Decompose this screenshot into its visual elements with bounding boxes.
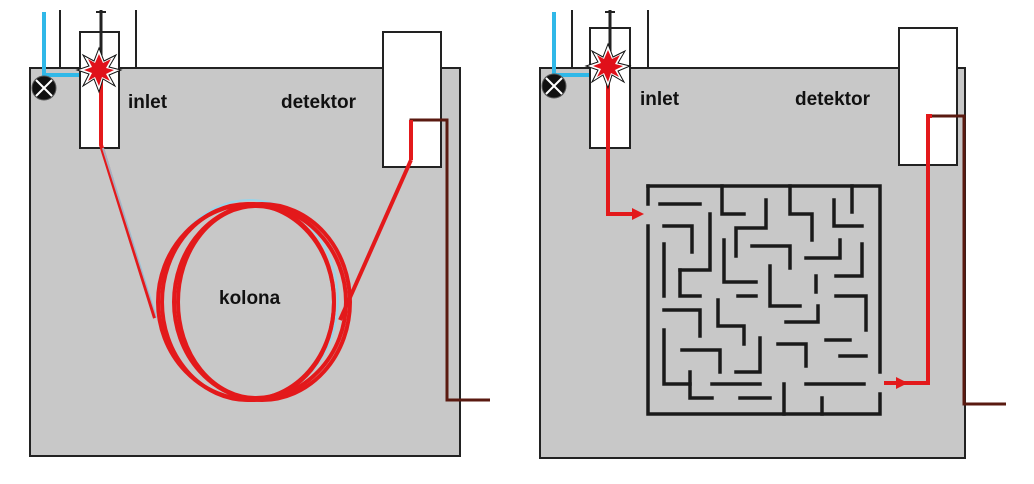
column-tube-in — [99, 72, 157, 319]
column-coil — [156, 199, 352, 402]
carrier-gas-line — [42, 12, 80, 77]
valve-icon — [31, 75, 57, 101]
inlet-label: inlet — [640, 89, 680, 110]
inlet-label: inlet — [128, 92, 168, 113]
explosion-icon — [75, 46, 123, 94]
column-tube-out — [338, 159, 413, 321]
maze — [646, 184, 882, 416]
exit-arrow — [896, 377, 908, 389]
detector-label: detektor — [795, 89, 871, 110]
explosion-icon — [584, 42, 632, 90]
entry-arrow — [632, 208, 644, 220]
right-panel: inlet detektor — [539, 10, 1006, 459]
detector-label: detektor — [281, 92, 357, 113]
valve-icon — [541, 73, 567, 99]
column-path-in — [606, 70, 634, 216]
column-label: kolona — [219, 288, 281, 309]
left-panel: inlet detektor kolona — [29, 10, 490, 457]
